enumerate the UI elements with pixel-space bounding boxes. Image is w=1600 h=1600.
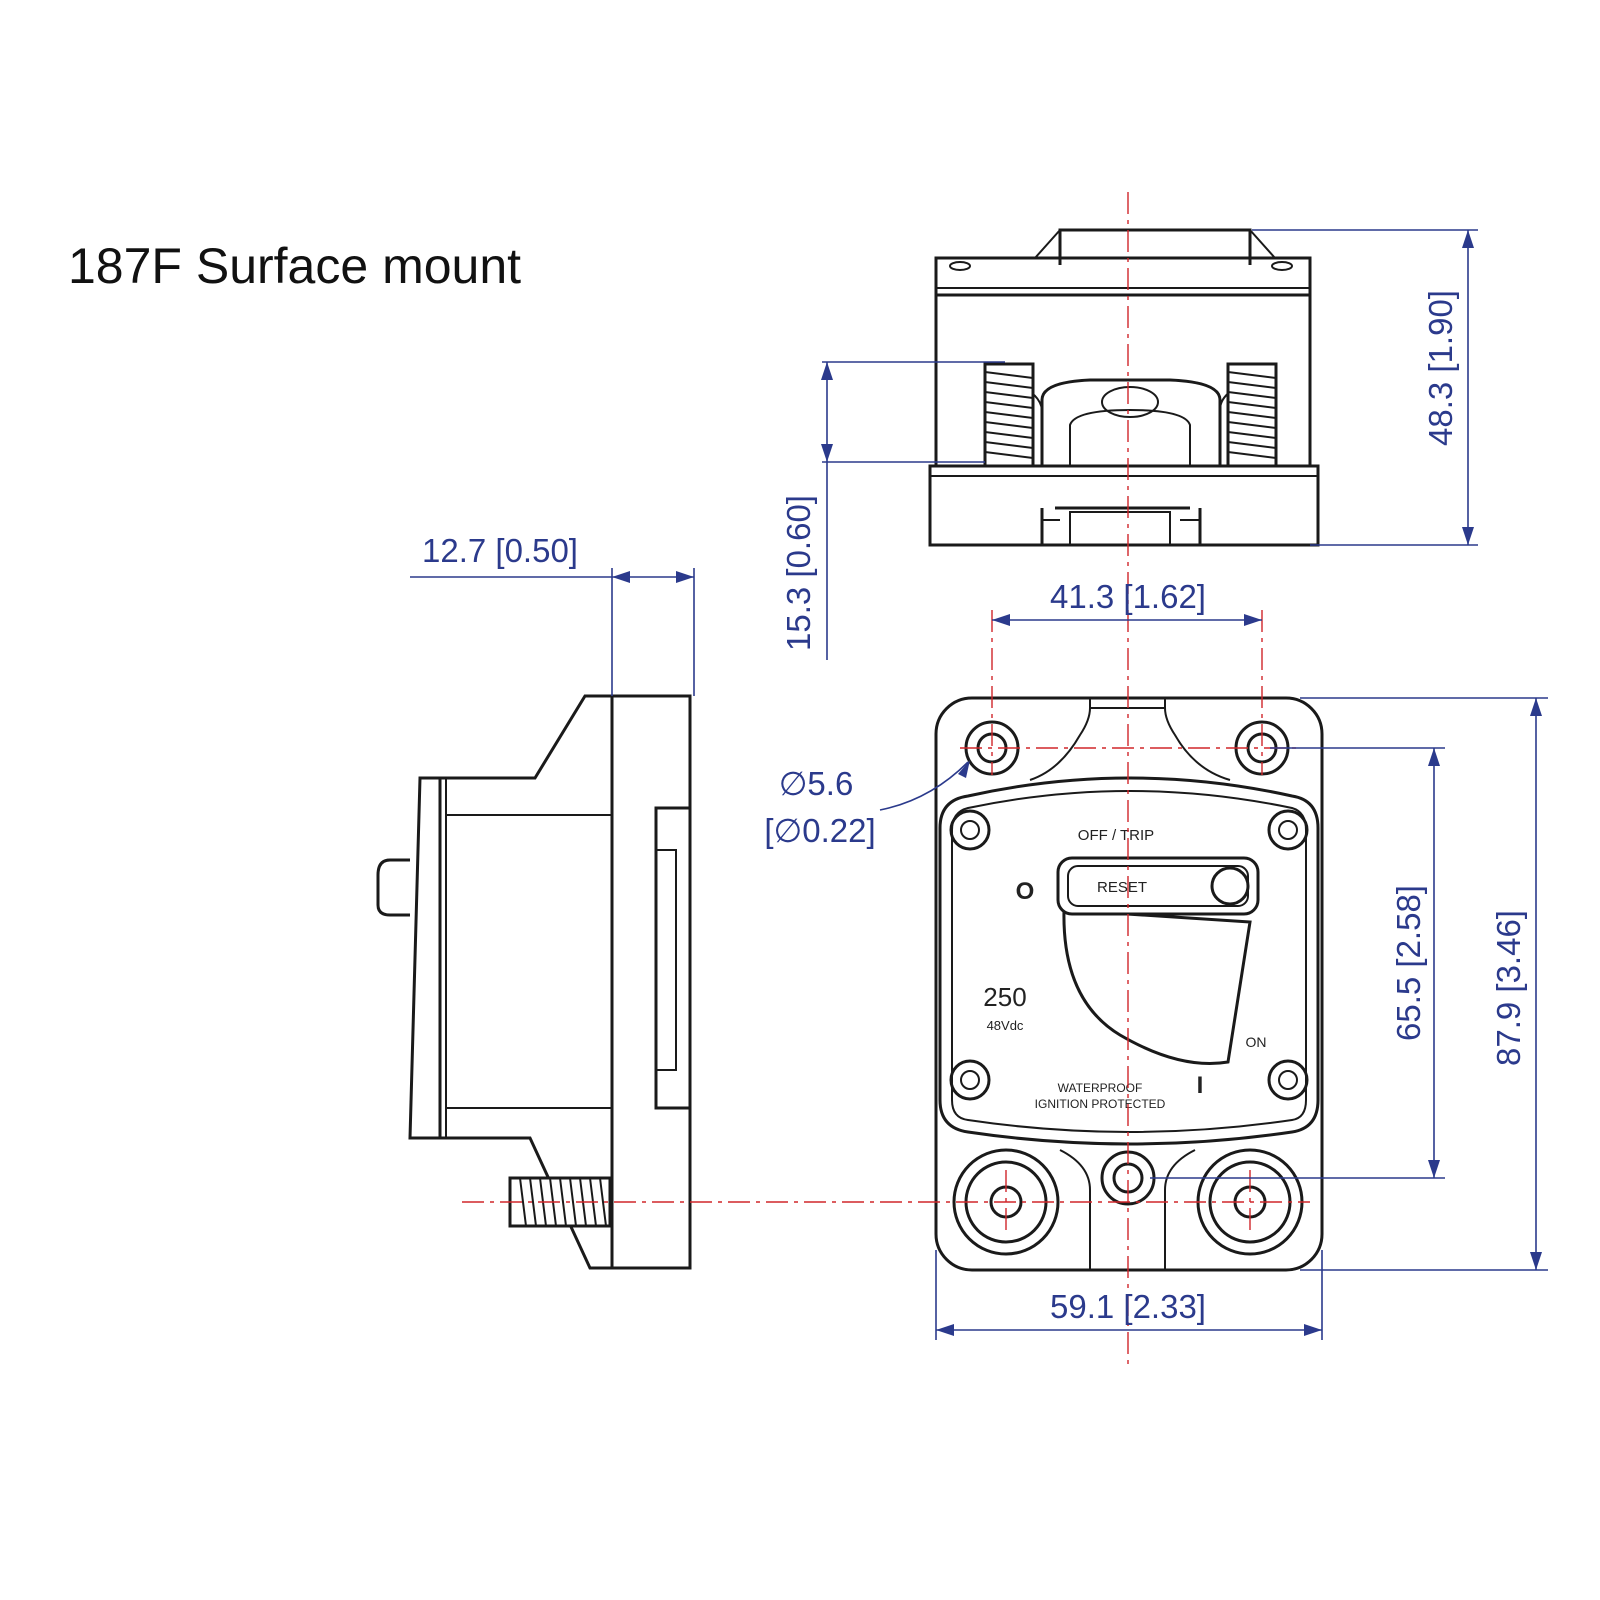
top-view-right-stud [1226, 362, 1278, 468]
dim-top-height: 48.3 [1.90] [1422, 290, 1459, 446]
rating-label: 250 [983, 982, 1026, 1012]
off-symbol: O [1016, 878, 1035, 905]
dim-hole-diameter-mm: ∅5.6 [779, 765, 854, 802]
off-trip-label: OFF / TRIP [1078, 827, 1154, 844]
dim-hole-diameter-in: [∅0.22] [764, 812, 875, 849]
side-view-body [408, 694, 612, 1270]
side-view-reset-knob [376, 858, 410, 917]
waterproof-label: WATERPROOF [1058, 1081, 1143, 1095]
front-view-outline [934, 696, 1324, 1272]
top-view [928, 228, 1320, 547]
voltage-label: 48Vdc [987, 1018, 1024, 1033]
reset-button-pivot [1210, 866, 1250, 906]
dim-hole-spacing-height: 65.5 [2.58] [1390, 885, 1427, 1041]
screw-top-right [1267, 809, 1309, 851]
dimensions: 48.3 [1.90] 15.3 [0.60] 12.7 [0.50] 41.3… [410, 229, 1548, 1340]
dim-flange-depth: 12.7 [0.50] [422, 532, 578, 569]
side-view-flange [612, 694, 692, 1270]
front-view-face-plate [938, 776, 1320, 1146]
dim-overall-width: 59.1 [2.33] [1050, 1288, 1206, 1325]
top-view-left-stud [983, 362, 1035, 468]
top-view-cap [1058, 228, 1252, 265]
drawing-title: 187F Surface mount [68, 238, 521, 294]
screw-bottom-right [1267, 1059, 1309, 1101]
center-lines [462, 192, 1310, 1370]
screw-top-left [949, 809, 991, 851]
dim-overall-height: 87.9 [3.46] [1490, 910, 1527, 1066]
reset-lever[interactable] [1062, 908, 1252, 1065]
front-view: OFF / TRIP RESET O 250 48Vdc ON I WATERP… [934, 696, 1324, 1272]
reset-button[interactable] [1056, 856, 1260, 916]
on-label: ON [1246, 1034, 1267, 1050]
dim-stud-length: 15.3 [0.60] [780, 495, 817, 651]
screw-bottom-left [949, 1059, 991, 1101]
on-symbol: I [1197, 1072, 1204, 1099]
top-view-base [928, 464, 1320, 547]
reset-label: RESET [1097, 879, 1147, 896]
dim-hole-spacing-width: 41.3 [1.62] [1050, 578, 1206, 615]
side-view [376, 694, 692, 1270]
ignition-label: IGNITION PROTECTED [1035, 1097, 1166, 1111]
top-view-center-boss [1040, 378, 1222, 466]
